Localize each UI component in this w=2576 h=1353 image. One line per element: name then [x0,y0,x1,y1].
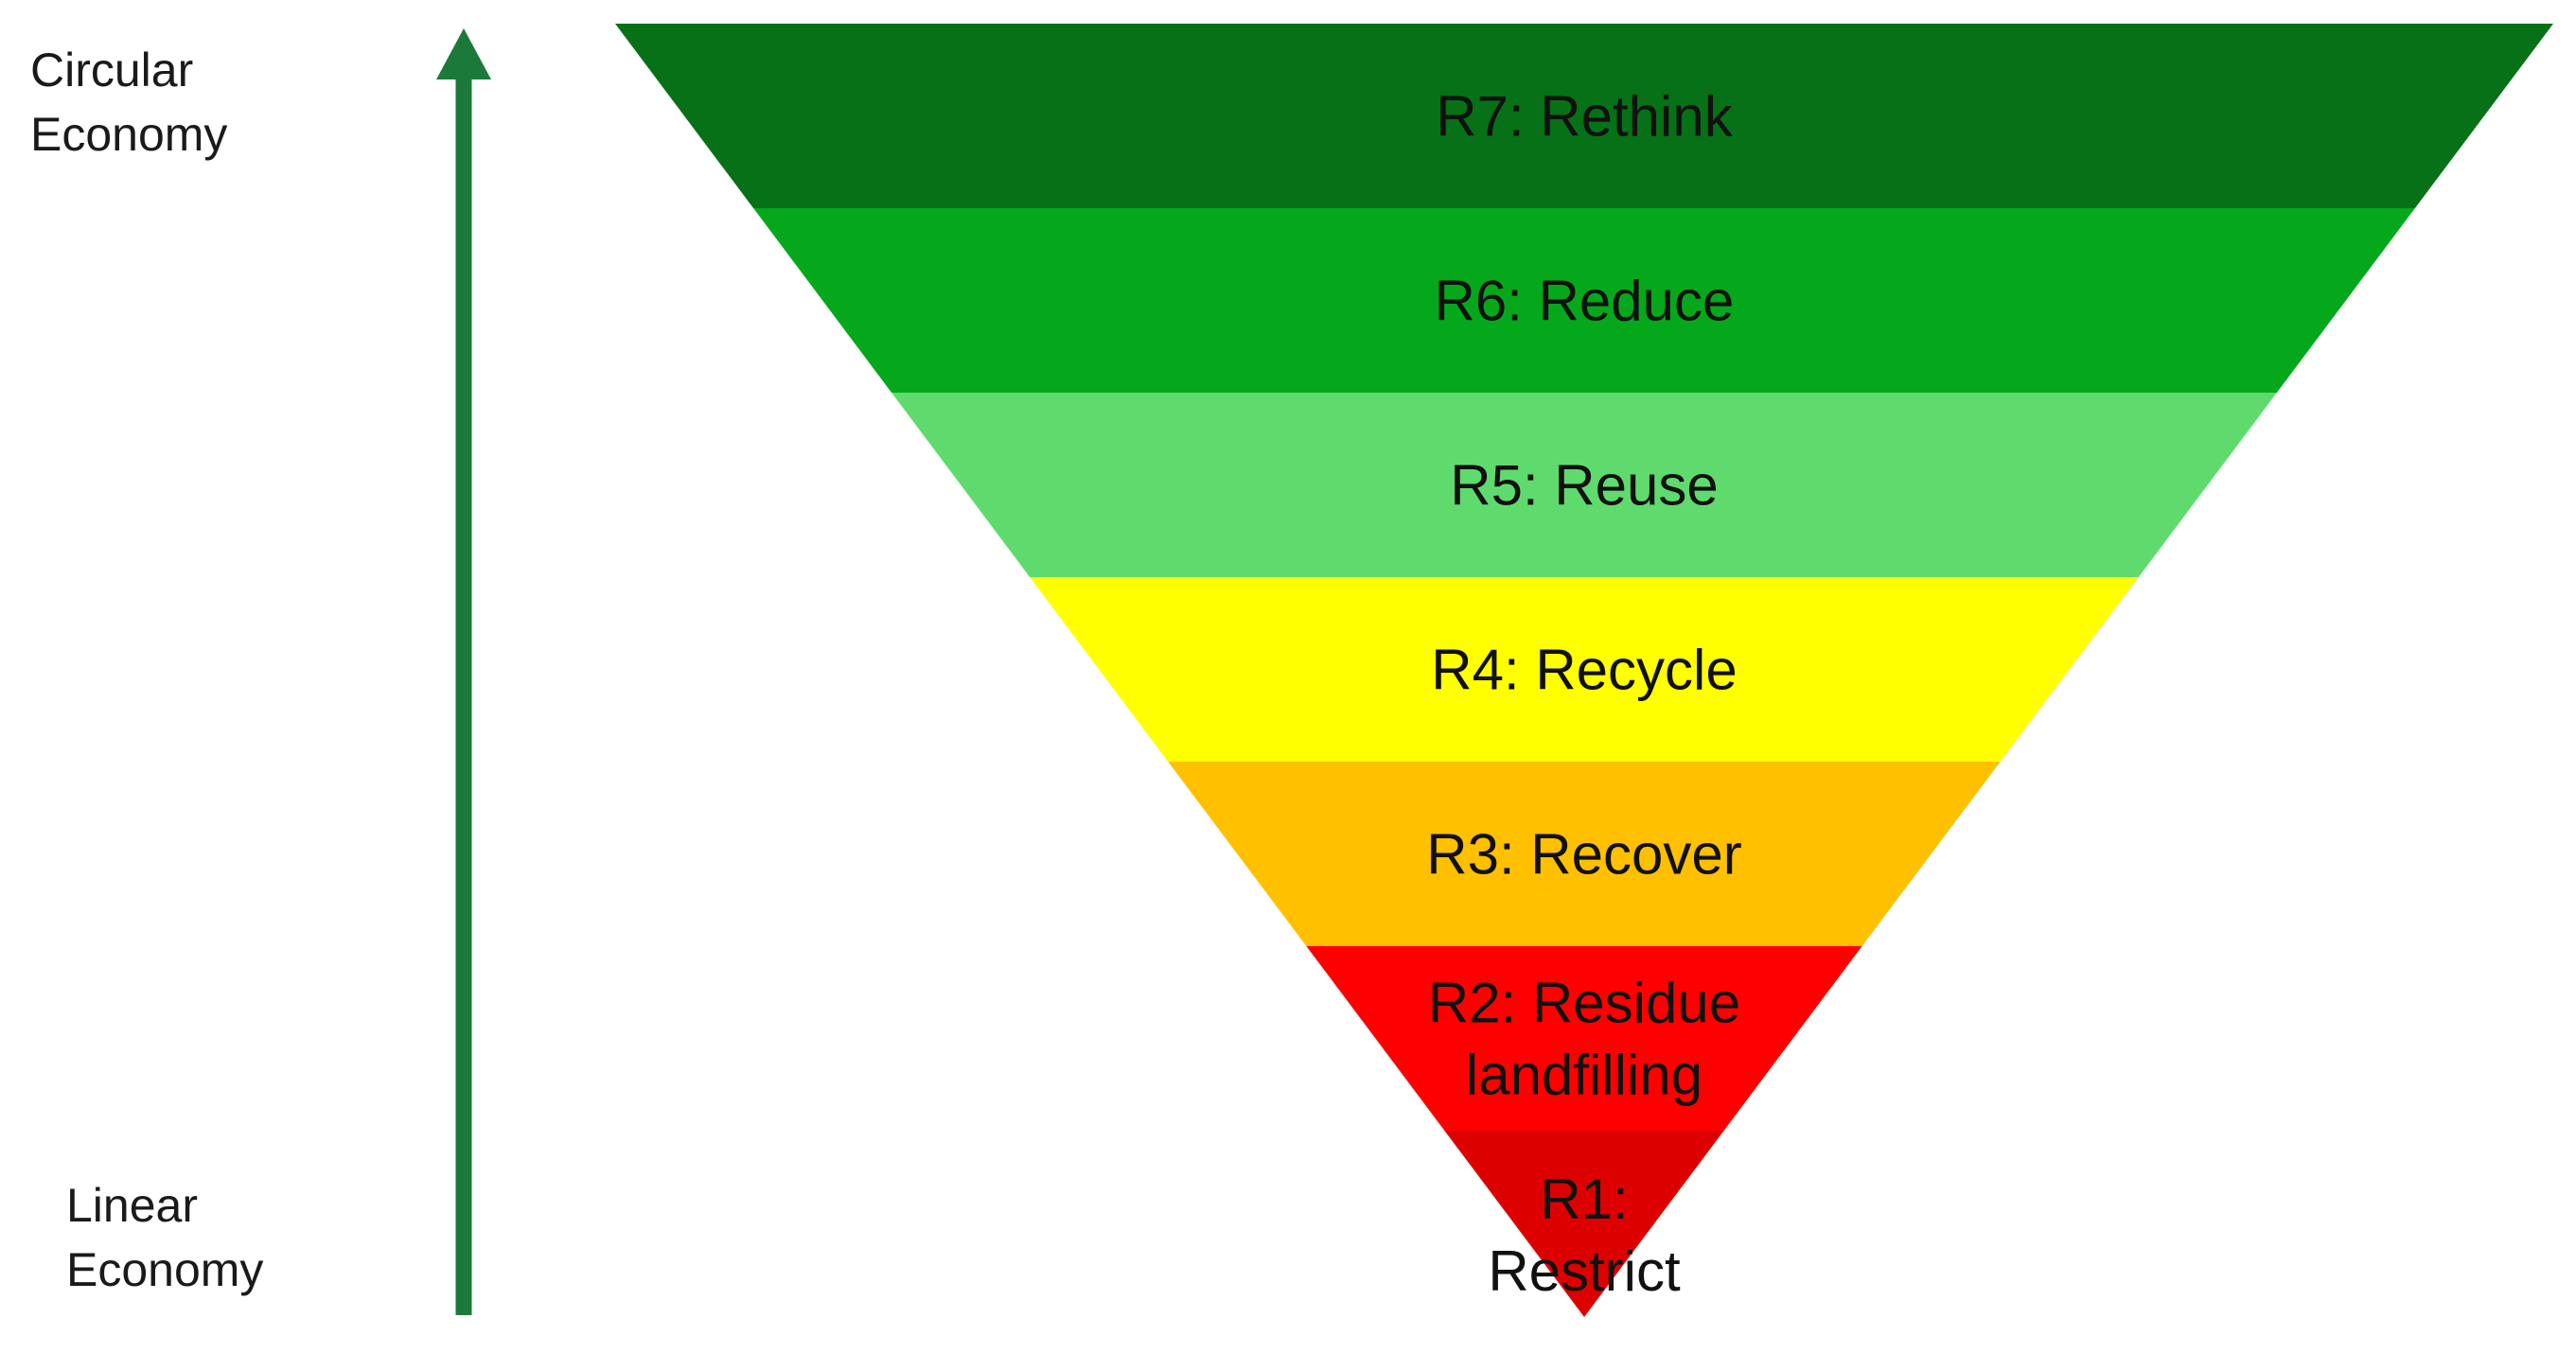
tier-label-1: R1: Restrict [1488,1168,1681,1303]
circular-economy-label: Circular Economy [30,38,227,167]
tier-label-2: R2: Residue landfilling [1428,972,1740,1107]
tier-label-4-line-1: R4: Recycle [1431,639,1737,702]
tier-band-7 [615,24,2553,208]
tier-label-7-line-1: R7: Rethink [1436,85,1733,149]
linear-economy-label-line-1: Linear [66,1179,198,1232]
tier-label-6: R6: Reduce [1435,270,1735,333]
tier-band-3 [1168,762,2001,946]
tier-label-7: R7: Rethink [1436,85,1733,149]
tier-label-3-line-1: R3: Recover [1426,823,1741,887]
tier-label-1-line-2: Restrict [1488,1239,1681,1303]
arrow-up-icon [436,28,491,79]
tier-label-6-line-1: R6: Reduce [1435,270,1735,333]
tier-band-5 [891,393,2277,577]
linear-economy-label-line-2: Economy [66,1243,264,1296]
economy-axis-arrow [436,28,491,1315]
tier-label-3: R3: Recover [1426,823,1741,887]
tier-band-1 [1444,1131,1724,1317]
tier-label-5: R5: Reuse [1450,454,1718,518]
tier-label-1-line-1: R1: [1540,1168,1628,1231]
tier-label-2-line-2: landfilling [1466,1044,1703,1107]
inverted-pyramid [615,24,2553,1317]
tier-label-5-line-1: R5: Reuse [1450,454,1718,518]
tier-band-2 [1306,946,1862,1131]
tier-label-4: R4: Recycle [1431,639,1737,702]
linear-economy-label: Linear Economy [66,1173,263,1302]
tier-label-2-line-1: R2: Residue [1428,972,1740,1035]
tier-band-4 [1030,577,2139,762]
tier-band-6 [753,208,2415,393]
circular-economy-label-line-2: Economy [30,108,228,161]
circular-economy-label-line-1: Circular [30,44,194,97]
